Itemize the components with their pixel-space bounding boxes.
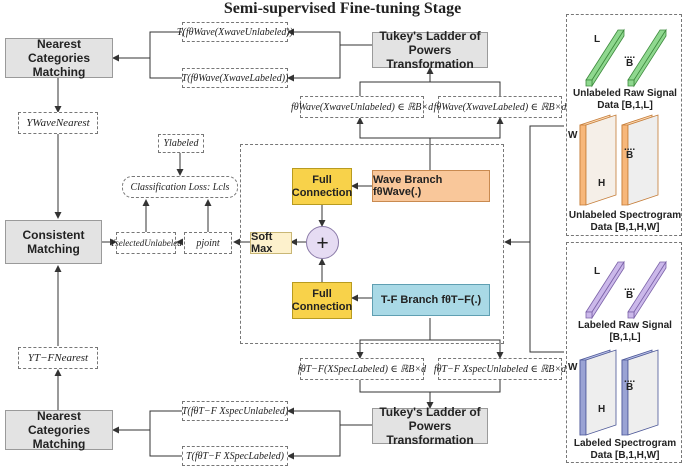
y-labeled: Ylabeled — [158, 134, 204, 153]
lraw-batch-label: B — [626, 290, 634, 301]
consistent-matching: Consistent Matching — [5, 220, 102, 264]
raw-batch-label: B — [626, 58, 634, 69]
f-wave-unlabeled: fθWave(XwaveUnlabeled) ∈ ℝB×d — [291, 96, 433, 118]
t-wave-labeled: T(fθWave(XwaveLabeled)) — [182, 68, 288, 88]
labeled-raw-label: Labeled Raw Signal [B,1,L] — [578, 320, 672, 343]
sum-node: + — [306, 226, 339, 259]
labeled-spectrogram-icon — [579, 349, 659, 436]
unlabeled-data-panel — [566, 14, 682, 236]
f-tf-unlabeled: fθT−F XspecUnlabeled ∈ ℝB×d — [434, 358, 566, 380]
lspec-height-label: H — [598, 404, 606, 415]
spec-dots: .... — [624, 142, 636, 153]
y-selected-unlabeled: YselectedUnlabeled — [110, 232, 182, 254]
nearest-categories-top: Nearest Categories Matching — [5, 37, 113, 79]
full-connection-top: Full Connection — [292, 168, 352, 205]
labeled-raw-signal-icon — [585, 260, 667, 320]
wave-branch: Wave Branch fθWave(.) — [372, 170, 490, 202]
unlabeled-spectrogram-icon — [579, 114, 659, 206]
nearest-categories-bottom: Nearest Categories Matching — [5, 409, 113, 451]
model-region — [240, 144, 504, 344]
unlabeled-spec-label: Unlabeled Spectrogram Data [B,1,H,W] — [568, 210, 682, 233]
lspec-width-label: W — [568, 362, 578, 373]
f-tf-labeled: fθT−F(XSpecLabeled) ∈ ℝB×d — [298, 358, 426, 380]
spec-height-label: H — [598, 178, 606, 189]
lspec-dots: .... — [624, 374, 636, 385]
lraw-length-label: L — [594, 266, 601, 277]
raw-length-label: L — [594, 34, 601, 45]
labeled-data-panel — [566, 242, 682, 463]
unlabeled-raw-signal-icon — [585, 28, 667, 88]
tukey-top: Tukey's Ladder of Powers Transformation — [372, 29, 488, 71]
lspec-batch-label: B — [626, 382, 634, 393]
tf-branch: T-F Branch fθT−F(.) — [372, 284, 490, 316]
full-connection-bottom: Full Connection — [292, 282, 352, 319]
y-tf-nearest: YT−FNearest — [18, 347, 98, 369]
lraw-dots: .... — [624, 282, 636, 293]
unlabeled-raw-label: Unlabeled Raw Signal Data [B,1,L] — [573, 88, 677, 111]
p-joint: pjoint — [184, 232, 232, 254]
raw-dots: .... — [624, 50, 636, 61]
t-tf-unlabeled: T(fθT−F XspecUnlabeled) — [182, 401, 288, 421]
f-wave-labeled: fθWave(XwaveLabeled) ∈ ℝB×d — [434, 96, 566, 118]
t-wave-unlabeled: T(fθWave(XwaveUnlabeled)) — [177, 22, 293, 42]
y-wave-nearest: YWaveNearest — [18, 112, 98, 134]
spec-width-label: W — [568, 130, 578, 141]
classification-loss: Classification Loss: Lcls — [122, 176, 238, 198]
spec-batch-label: B — [626, 150, 634, 161]
softmax: Soft Max — [250, 231, 292, 255]
labeled-spec-label: Labeled Spectrogram Data [B,1,H,W] — [573, 438, 677, 461]
diagram-title: Semi-supervised Fine-tuning Stage — [223, 0, 462, 17]
tukey-bottom: Tukey's Ladder of Powers Transformation — [372, 405, 488, 447]
